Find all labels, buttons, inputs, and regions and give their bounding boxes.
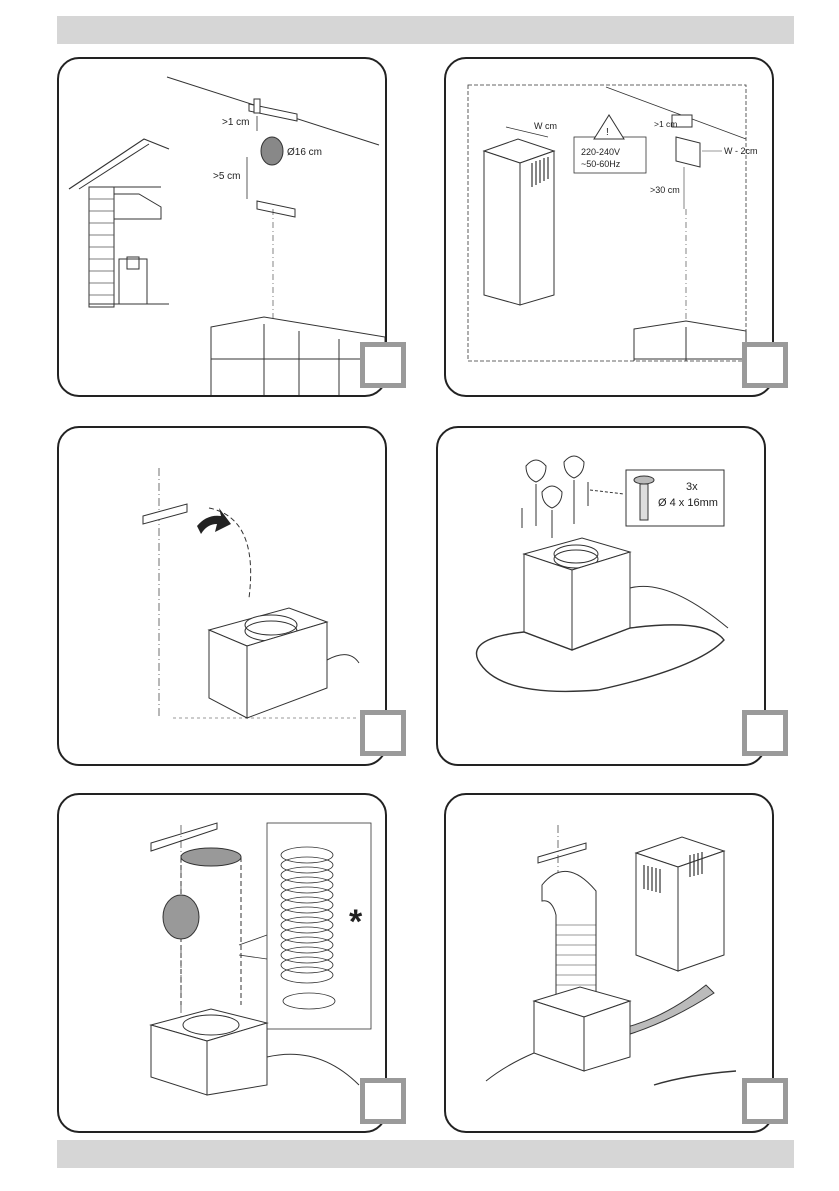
step-number-box-5 — [360, 1078, 406, 1124]
step-number-box-2 — [742, 342, 788, 388]
panel-step-6 — [444, 793, 774, 1133]
step-number-box-3 — [360, 710, 406, 756]
svg-text:!: ! — [606, 127, 609, 138]
duct-connection-drawing: * — [149, 822, 372, 1096]
screw-size-label: Ø 4 x 16mm — [658, 497, 718, 509]
screw-count-label: 3x — [686, 481, 698, 493]
panel-step-2: W cm ! 220-240V ~50-60Hz >1 cm W - 2cm >… — [444, 57, 774, 397]
gap-top-label: >1 cm — [222, 117, 250, 128]
step-number-box-6 — [742, 1078, 788, 1124]
frequency-label: ~50-60Hz — [581, 159, 621, 169]
duct-diameter-label: Ø16 cm — [287, 147, 322, 158]
chimney-dimensions-drawing: W cm ! 220-240V ~50-60Hz >1 cm W - 2cm >… — [467, 84, 758, 362]
optional-part-asterisk: * — [349, 903, 363, 941]
header-bar — [57, 16, 794, 44]
chimney-fitting-drawing — [485, 825, 737, 1086]
wall-bracket-measurement-drawing: >1 cm Ø16 cm >5 cm — [68, 76, 385, 395]
panel-step-4: 3x Ø 4 x 16mm — [436, 426, 766, 766]
hood-lift-drawing — [142, 468, 360, 719]
gap-side-label: >5 cm — [213, 171, 241, 182]
footer-bar — [57, 1140, 794, 1168]
gap-top-label-2: >1 cm — [654, 119, 677, 129]
panel-step-3 — [57, 426, 387, 766]
gap-bottom-label: >30 cm — [650, 185, 680, 195]
step-number-box-4 — [742, 710, 788, 756]
width-label: W cm — [534, 121, 557, 131]
gap-side-label-2: W - 2cm — [724, 146, 758, 156]
screw-fixing-drawing: 3x Ø 4 x 16mm — [475, 455, 729, 693]
panel-step-5: * — [57, 793, 387, 1133]
panel-step-1: >1 cm Ø16 cm >5 cm — [57, 57, 387, 397]
step-number-box-1 — [360, 342, 406, 388]
voltage-label: 220-240V — [581, 147, 620, 157]
